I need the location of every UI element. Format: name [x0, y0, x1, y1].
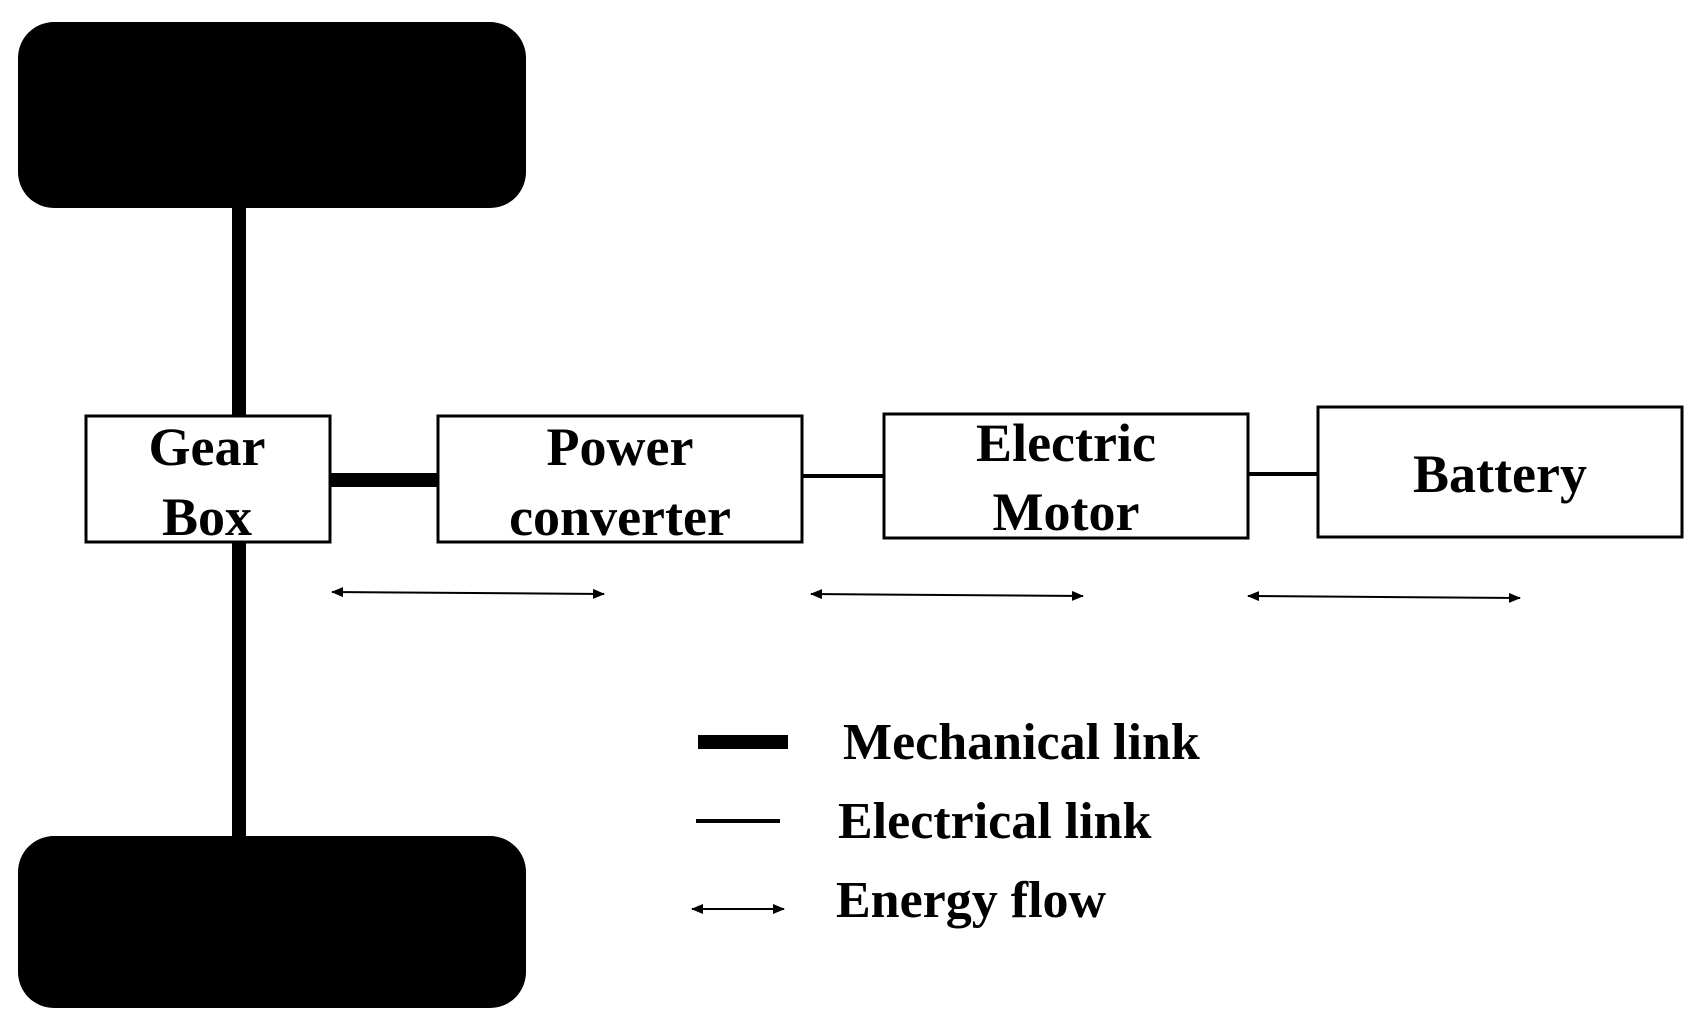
legend: Mechanical link Electrical link Energy f…	[691, 714, 1200, 929]
gearbox-label-line2: Box	[162, 487, 252, 547]
battery-block	[1316, 405, 1684, 539]
electric-motor-label-line1: Electric	[976, 413, 1156, 473]
power-converter-label-line1: Power	[547, 417, 694, 477]
legend-electrical-link-label: Electrical link	[838, 793, 1151, 850]
legend-mechanical-link-label: Mechanical link	[843, 714, 1200, 771]
battery-label: Battery	[1413, 444, 1587, 504]
rear-wheel	[18, 836, 526, 1008]
energy-flow-arrow-gearbox-converter	[331, 587, 605, 599]
energy-flow-arrow-motor-battery	[1247, 591, 1521, 603]
legend-energy-flow-label: Energy flow	[836, 872, 1107, 929]
gearbox-label-line1: Gear	[149, 417, 266, 477]
power-converter-block	[436, 414, 804, 544]
electric-motor-block	[882, 412, 1250, 540]
energy-flow-arrow-converter-motor	[810, 589, 1084, 601]
front-wheel	[18, 22, 526, 208]
power-converter-label-line2: converter	[509, 487, 731, 547]
gearbox-block	[84, 414, 332, 544]
electric-motor-label-line2: Motor	[993, 482, 1140, 542]
